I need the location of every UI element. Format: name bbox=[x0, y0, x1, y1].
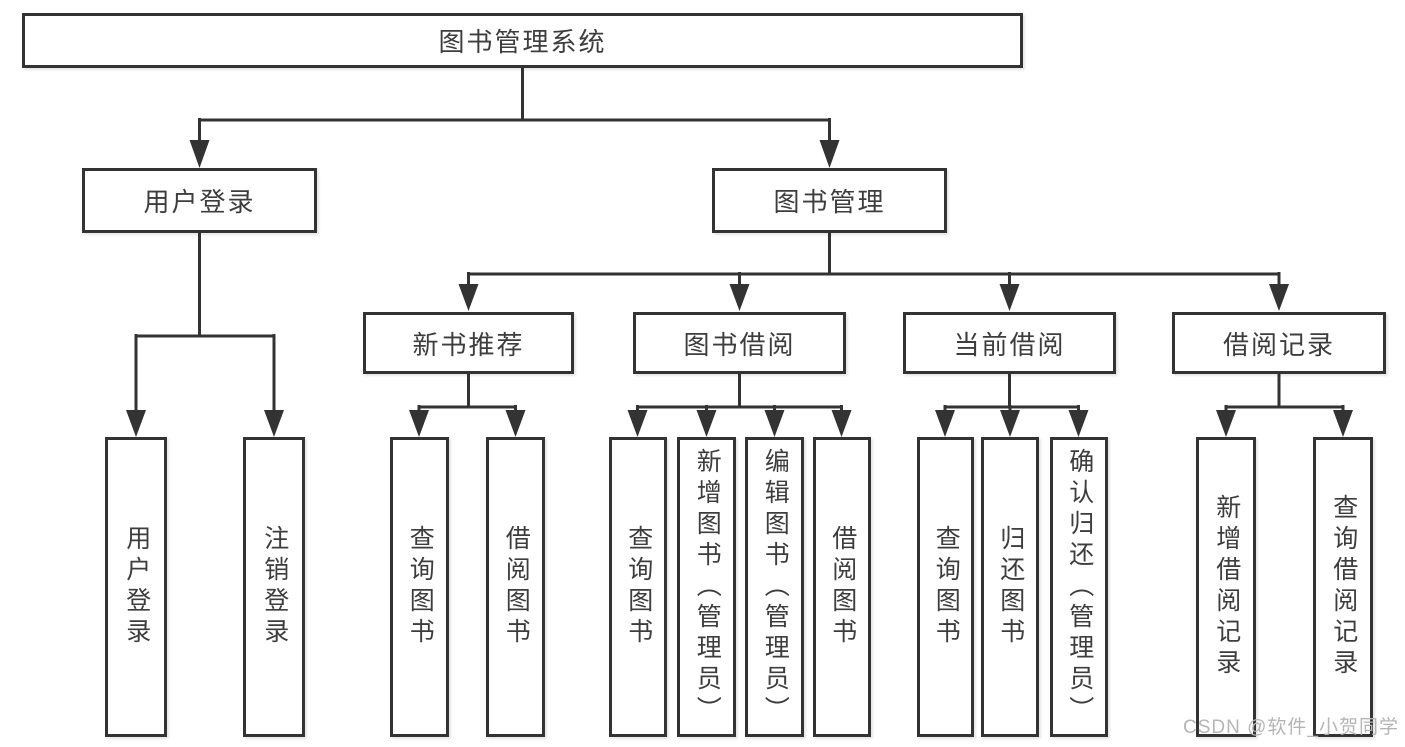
node-new-book-recommend: 新书推荐 bbox=[363, 312, 574, 374]
leaf-current-query-books-label: 查询图书 bbox=[932, 525, 961, 649]
node-book-management-branch: 图书管理 bbox=[712, 168, 947, 233]
node-user-login-branch-label: 用户登录 bbox=[143, 187, 256, 217]
node-root: 图书管理系统 bbox=[22, 13, 1023, 68]
leaf-borrowing-borrow-books: 借阅图书 bbox=[813, 437, 871, 737]
leaf-borrowing-query-books-label: 查询图书 bbox=[624, 525, 653, 649]
leaf-user-login: 用户登录 bbox=[105, 437, 167, 737]
node-current-borrowing: 当前借阅 bbox=[903, 312, 1116, 374]
leaf-borrowing-borrow-books-label: 借阅图书 bbox=[828, 525, 857, 649]
leaf-newbook-borrow-books-label: 借阅图书 bbox=[502, 525, 531, 649]
leaf-newbook-query-books-label: 查询图书 bbox=[406, 525, 435, 649]
watermark: CSDN @软件_小贺同学 bbox=[1183, 717, 1399, 738]
node-book-borrowing-label: 图书借阅 bbox=[683, 329, 796, 360]
leaf-borrowing-add-books-admin: 新增图书（管理员） bbox=[677, 437, 736, 737]
node-current-borrowing-label: 当前借阅 bbox=[953, 329, 1066, 360]
leaf-borrowing-add-books-admin-label: 新增图书（管理员） bbox=[693, 447, 722, 727]
leaf-current-return-books-label: 归还图书 bbox=[996, 525, 1025, 649]
arrowheads bbox=[126, 140, 1353, 437]
leaf-current-confirm-return-admin: 确认归还（管理员） bbox=[1050, 437, 1108, 737]
leaf-logout: 注销登录 bbox=[243, 437, 305, 737]
node-new-book-recommend-label: 新书推荐 bbox=[412, 329, 525, 360]
leaf-borrowing-query-books: 查询图书 bbox=[609, 437, 667, 737]
leaf-user-login-label: 用户登录 bbox=[122, 525, 151, 649]
leaf-newbook-borrow-books: 借阅图书 bbox=[486, 437, 545, 737]
leaf-records-query-record-label: 查询借阅记录 bbox=[1329, 494, 1358, 680]
node-user-login-branch: 用户登录 bbox=[82, 168, 317, 233]
leaf-borrowing-edit-books-admin-label: 编辑图书（管理员） bbox=[761, 447, 790, 727]
leaf-records-query-record: 查询借阅记录 bbox=[1313, 437, 1373, 737]
leaf-newbook-query-books: 查询图书 bbox=[390, 437, 449, 737]
leaf-records-add-record: 新增借阅记录 bbox=[1196, 437, 1256, 737]
leaf-current-query-books: 查询图书 bbox=[917, 437, 974, 737]
node-book-management-branch-label: 图书管理 bbox=[773, 187, 886, 217]
leaf-logout-label: 注销登录 bbox=[260, 525, 289, 649]
leaf-records-add-record-label: 新增借阅记录 bbox=[1212, 494, 1241, 680]
node-borrowing-records-label: 借阅记录 bbox=[1222, 329, 1335, 360]
leaf-current-confirm-return-admin-label: 确认归还（管理员） bbox=[1065, 447, 1094, 727]
node-borrowing-records: 借阅记录 bbox=[1172, 312, 1386, 374]
node-root-label: 图书管理系统 bbox=[438, 27, 607, 57]
leaf-current-return-books: 归还图书 bbox=[981, 437, 1039, 737]
node-book-borrowing: 图书借阅 bbox=[633, 312, 846, 374]
leaf-borrowing-edit-books-admin: 编辑图书（管理员） bbox=[745, 437, 804, 737]
